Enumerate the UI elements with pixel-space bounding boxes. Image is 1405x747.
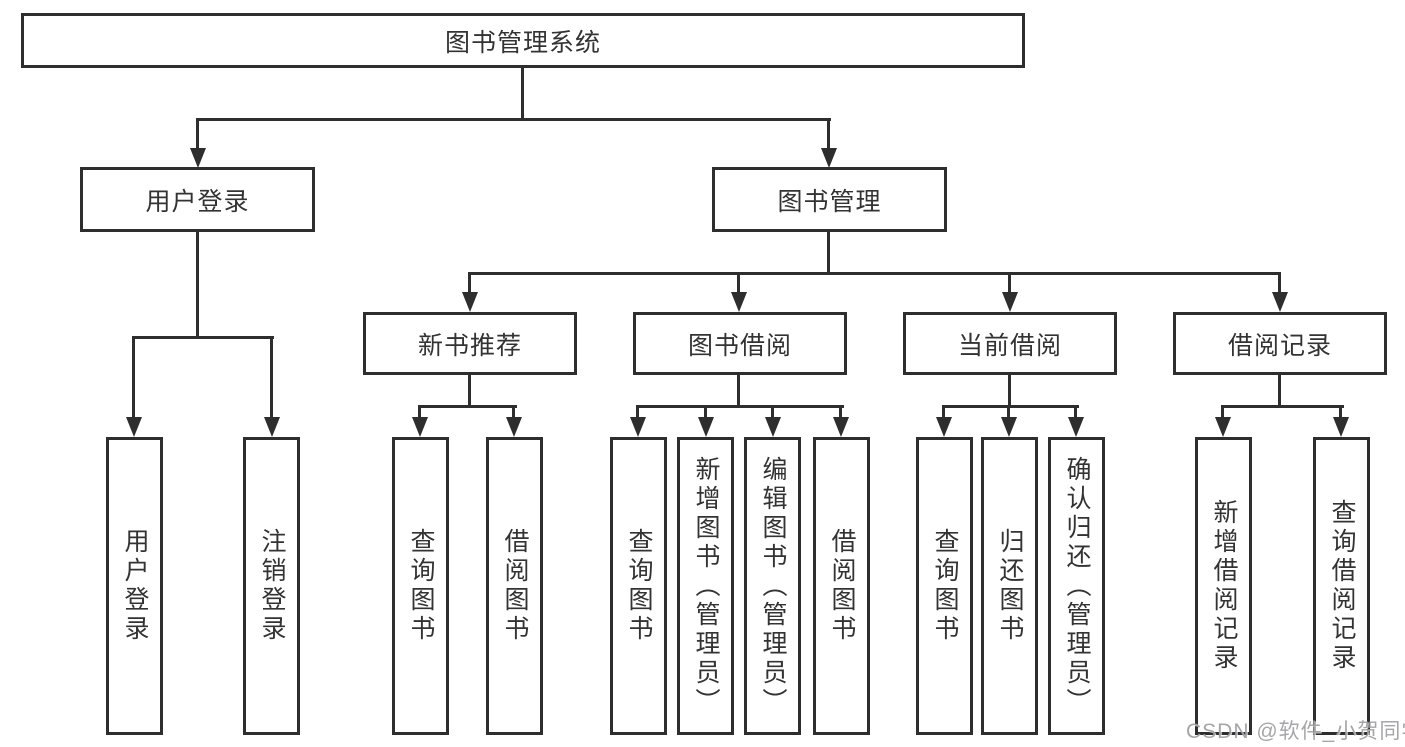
node-book-management: 图书管理 xyxy=(712,167,947,232)
arrow-down-icon xyxy=(630,417,646,437)
arrow-down-icon xyxy=(1002,292,1018,312)
arrow-down-icon xyxy=(1001,417,1017,437)
leaf-logout-login: 注销登录 xyxy=(243,437,300,735)
connector-leaf-drop xyxy=(512,408,515,421)
connector-current-borrow-bus xyxy=(942,405,1079,408)
leaf-confirm-return-admin: 确认归还（管理员） xyxy=(1048,437,1105,735)
arrow-down-icon xyxy=(462,292,478,312)
connector-book-borrow-stem xyxy=(737,375,740,405)
connector-level3-drop xyxy=(1278,275,1281,294)
connector-level3-bus xyxy=(468,272,1281,275)
arrow-down-icon xyxy=(506,417,522,437)
connector-book-mgmt-stem xyxy=(827,232,830,272)
arrow-down-icon xyxy=(833,417,849,437)
arrow-down-icon xyxy=(698,417,714,437)
connector-user-login-bus xyxy=(132,336,274,339)
arrow-down-icon xyxy=(1272,292,1288,312)
node-book-borrow: 图书借阅 xyxy=(633,312,847,375)
node-borrow-records: 借阅记录 xyxy=(1173,312,1387,375)
connector-leaf-drop xyxy=(1339,408,1342,421)
connector-book-mgmt-drop xyxy=(827,118,830,150)
connector-user-login-stem xyxy=(196,232,199,336)
leaf-edit-book-admin: 编辑图书（管理员） xyxy=(744,437,801,735)
connector-leaf-drop xyxy=(418,408,421,421)
arrow-down-icon xyxy=(1215,417,1231,437)
connector-root-stem xyxy=(521,68,524,118)
connector-borrow-records-bus xyxy=(1221,405,1344,408)
connector-book-borrow-bus xyxy=(636,405,844,408)
connector-level2-bus xyxy=(197,118,831,121)
leaf-query-book: 查询图书 xyxy=(392,437,449,735)
arrow-down-icon xyxy=(1068,417,1084,437)
connector-user-login-drop xyxy=(196,118,199,150)
connector-current-borrow-stem xyxy=(1008,375,1011,405)
connector-leaf-drop xyxy=(636,408,639,421)
connector-level3-drop xyxy=(1008,275,1011,294)
node-new-book-recommend: 新书推荐 xyxy=(363,312,577,375)
arrow-down-icon xyxy=(936,417,952,437)
connector-leaf-drop xyxy=(1074,408,1077,421)
arrow-down-icon xyxy=(126,417,142,437)
leaf-add-book-admin: 新增图书（管理员） xyxy=(677,437,734,735)
leaf-return-book: 归还图书 xyxy=(981,437,1038,735)
leaf-query-borrow-record: 查询借阅记录 xyxy=(1313,437,1370,735)
connector-level3-drop xyxy=(468,275,471,294)
arrow-down-icon xyxy=(731,292,747,312)
arrow-down-icon xyxy=(1333,417,1349,437)
arrow-down-icon xyxy=(765,417,781,437)
leaf-add-borrow-record: 新增借阅记录 xyxy=(1195,437,1252,735)
node-user-login: 用户登录 xyxy=(80,167,315,232)
leaf-borrow-book: 借阅图书 xyxy=(486,437,543,735)
leaf-query-book: 查询图书 xyxy=(610,437,667,735)
arrow-down-icon xyxy=(190,148,206,168)
arrow-down-icon xyxy=(821,148,837,168)
connector-level3-drop xyxy=(737,275,740,294)
arrow-down-icon xyxy=(412,417,428,437)
watermark: CSDN @软件_小贺同学 xyxy=(1186,720,1405,743)
connector-new-book-stem xyxy=(468,375,471,405)
connector-leaf-drop xyxy=(1007,408,1010,421)
connector-leaf-drop xyxy=(1221,408,1224,421)
node-root: 图书管理系统 xyxy=(21,13,1025,68)
leaf-query-book: 查询图书 xyxy=(916,437,973,735)
arrow-down-icon xyxy=(264,417,280,437)
connector-leaf-drop xyxy=(942,408,945,421)
connector-leaf-drop xyxy=(771,408,774,421)
connector-borrow-records-stem xyxy=(1278,375,1281,405)
leaf-user-login: 用户登录 xyxy=(106,437,163,735)
node-current-borrow: 当前借阅 xyxy=(903,312,1117,375)
leaf-borrow-book: 借阅图书 xyxy=(813,437,870,735)
connector-new-book-bus xyxy=(418,405,517,408)
connector-leaf-drop xyxy=(270,339,273,421)
connector-leaf-drop xyxy=(704,408,707,421)
connector-leaf-drop xyxy=(839,408,842,421)
connector-leaf-drop xyxy=(132,339,135,421)
